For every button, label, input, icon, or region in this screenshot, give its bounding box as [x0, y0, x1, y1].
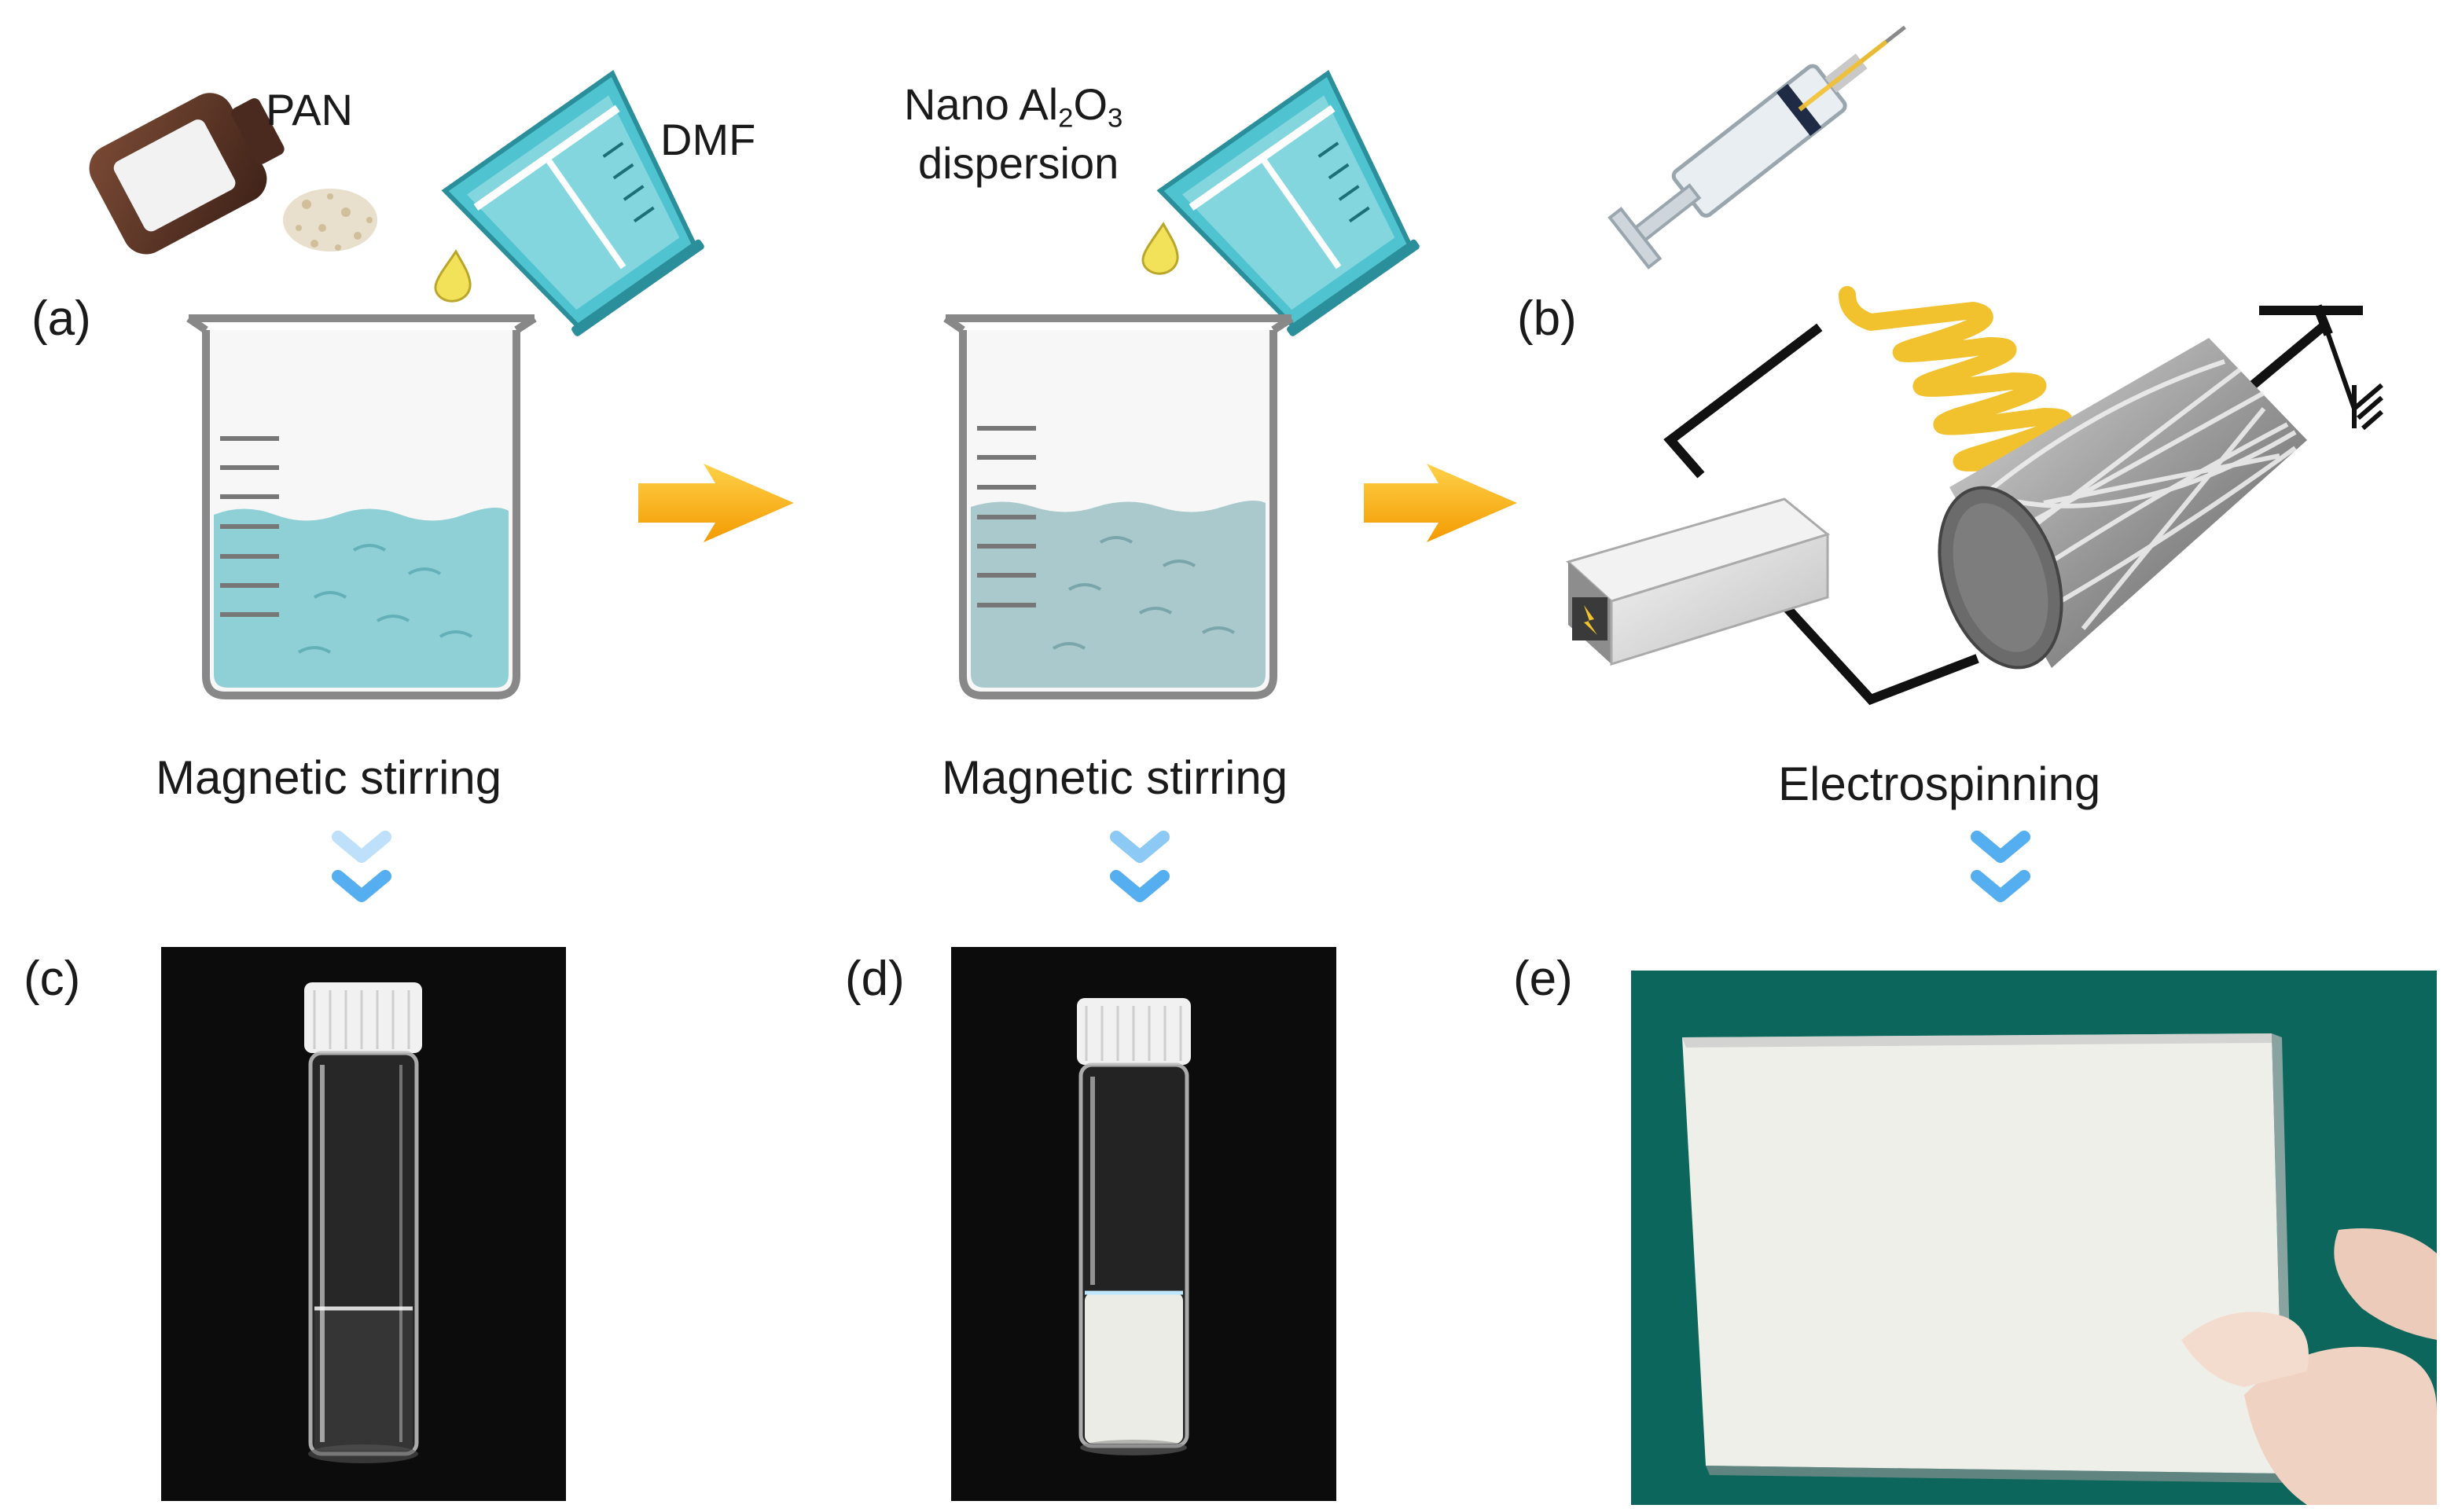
panel-label-b: (b)	[1517, 292, 1577, 346]
vial-milky-icon	[1077, 998, 1191, 1455]
syringe-icon	[1607, 25, 1906, 270]
drop-icon	[434, 249, 472, 303]
flow-arrow-2-icon	[1364, 464, 1517, 542]
membrane-sheet-icon	[1631, 971, 2437, 1505]
power-supply-icon	[1566, 497, 1831, 666]
photo-e-membrane	[1631, 971, 2437, 1505]
panel-label-d: (d)	[845, 952, 905, 1006]
dispersion-label: dispersion	[918, 138, 1119, 188]
panel-label-c: (c)	[24, 952, 81, 1006]
chevron-down-icon-3	[1971, 831, 2030, 902]
dmf-label: DMF	[660, 115, 756, 164]
step-label-electrospinning: Electrospinning	[1778, 758, 2101, 810]
flow-arrow-1-icon	[638, 464, 794, 542]
vial-clear-icon	[304, 982, 422, 1463]
al2o3-cup-icon	[1156, 70, 1420, 336]
beaker-1-icon	[186, 314, 537, 699]
panel-label-a: (a)	[31, 292, 91, 346]
panel-label-e: (e)	[1513, 952, 1573, 1006]
step-label-stirring-1: Magnetic stirring	[156, 751, 502, 804]
photo-c-clear-solution	[161, 947, 566, 1501]
collector-drum-icon	[1938, 338, 2307, 670]
pan-powder-icon	[283, 189, 377, 251]
drop-2-icon	[1141, 222, 1179, 275]
ground-icon	[2324, 329, 2383, 431]
photo-d-milky-solution	[951, 947, 1336, 1501]
pan-bottle-icon	[89, 93, 285, 255]
chevron-down-icon-1	[332, 831, 391, 902]
dmf-cup-icon	[441, 70, 704, 336]
nano-al2o3-label: Nano Al2O3	[904, 79, 1123, 134]
circuit-wire-icon	[1663, 304, 2363, 706]
step-label-stirring-2: Magnetic stirring	[942, 751, 1288, 804]
chevron-down-icon-2	[1110, 831, 1170, 902]
pan-label: PAN	[266, 85, 353, 134]
beaker-2-icon	[943, 314, 1294, 699]
